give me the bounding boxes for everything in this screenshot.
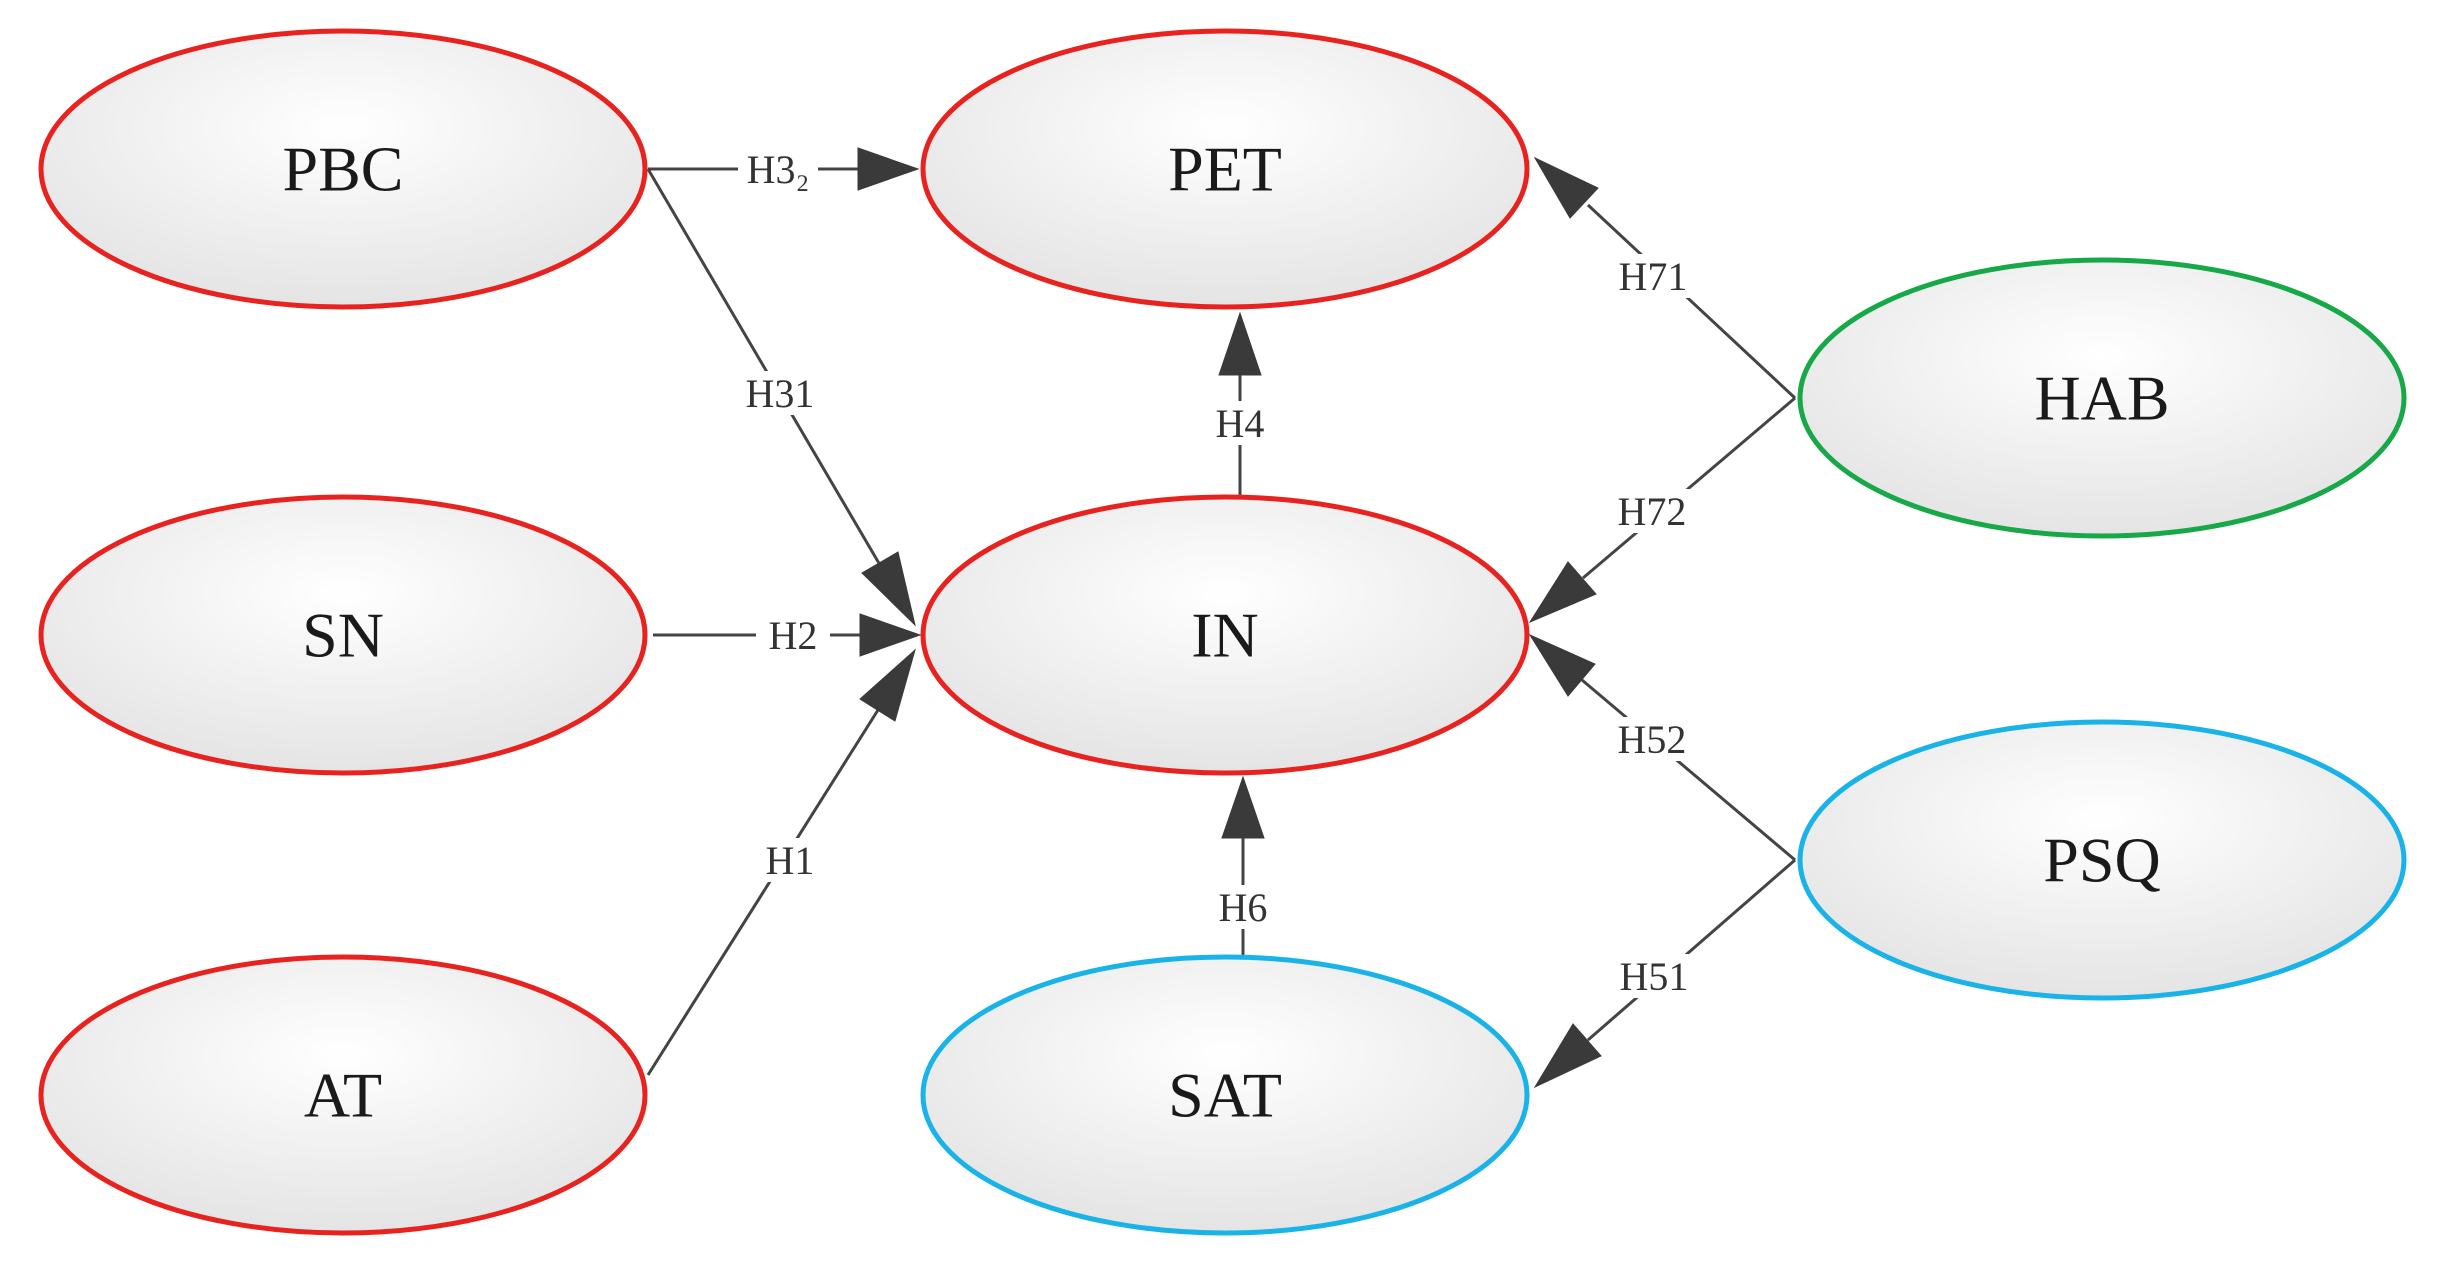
edge-h6: H6	[1208, 775, 1278, 955]
edge-label-h32: H3₂	[747, 147, 810, 192]
edge-h71: H71	[1533, 156, 1797, 400]
arrowhead-h2	[859, 613, 922, 657]
edge-label-h52: H52	[1618, 717, 1687, 762]
edge-h52: H52	[1528, 633, 1796, 862]
node-label-pbc: PBC	[283, 134, 404, 205]
arrowhead-h71	[1533, 156, 1599, 219]
edge-h2: H2	[653, 613, 922, 658]
node-ellipse-hab	[1797, 257, 2407, 539]
arrowhead-h4	[1218, 311, 1262, 376]
node-sn: SN	[38, 494, 648, 776]
node-hab: HAB	[1797, 257, 2407, 539]
edge-label-bg-h31	[740, 371, 820, 415]
node-label-at: AT	[304, 1060, 382, 1131]
edge-line-h71	[1586, 203, 1797, 400]
edge-label-h4: H4	[1216, 401, 1265, 446]
edge-line-h72	[1582, 396, 1796, 580]
edge-label-bg-h52	[1612, 717, 1692, 761]
node-at: AT	[38, 954, 648, 1236]
node-label-hab: HAB	[2034, 363, 2169, 434]
node-ellipse-in	[920, 494, 1530, 776]
edge-label-h51: H51	[1620, 954, 1689, 999]
edge-line-h52	[1581, 678, 1796, 862]
edge-label-bg-h71	[1613, 254, 1693, 298]
edge-h4: H4	[1205, 311, 1275, 495]
edge-label-h1: H1	[766, 838, 815, 883]
node-ellipse-sn	[38, 494, 648, 776]
edge-h72: H72	[1528, 396, 1796, 624]
node-psq: PSQ	[1797, 719, 2407, 1001]
node-pbc: PBC	[38, 28, 648, 310]
edge-label-bg-h72	[1612, 489, 1692, 533]
edge-label-h31: H31	[746, 371, 815, 416]
edge-label-h71: H71	[1619, 254, 1688, 299]
arrowhead-h6	[1221, 775, 1265, 839]
node-label-in: IN	[1191, 600, 1259, 671]
edge-line-h31	[646, 168, 882, 566]
node-label-sn: SN	[302, 600, 384, 671]
node-sat: SAT	[920, 954, 1530, 1236]
arrowhead-h72	[1528, 561, 1597, 624]
edge-label-bg-h32	[738, 147, 818, 191]
arrowhead-h32	[857, 147, 920, 191]
node-ellipse-pbc	[38, 28, 648, 310]
node-label-psq: PSQ	[2043, 825, 2160, 896]
edge-h51: H51	[1533, 858, 1796, 1089]
node-ellipse-pet	[920, 28, 1530, 310]
node-ellipse-at	[38, 954, 648, 1236]
edge-label-bg-h51	[1614, 954, 1694, 998]
arrowhead-h31	[861, 551, 916, 627]
arrowhead-h1	[859, 648, 916, 722]
edge-line-h51	[1587, 858, 1796, 1042]
edge-label-h72: H72	[1618, 489, 1687, 534]
node-in: IN	[920, 494, 1530, 776]
node-ellipse-psq	[1797, 719, 2407, 1001]
edge-label-bg-h4	[1205, 401, 1275, 445]
edge-line-h1	[646, 709, 880, 1076]
node-ellipse-sat	[920, 954, 1530, 1236]
edge-label-bg-h2	[756, 613, 830, 657]
edge-h31: H31	[646, 168, 916, 627]
edge-label-h6: H6	[1219, 885, 1268, 930]
node-label-pet: PET	[1168, 134, 1282, 205]
node-pet: PET	[920, 28, 1530, 310]
edge-h32: H3₂	[648, 147, 920, 192]
edge-label-h2: H2	[769, 613, 818, 658]
edge-label-bg-h1	[755, 838, 825, 882]
arrowhead-h51	[1533, 1023, 1602, 1089]
node-label-sat: SAT	[1168, 1060, 1282, 1131]
edge-h1: H1	[646, 648, 916, 1076]
arrowhead-h52	[1528, 633, 1596, 697]
edge-label-bg-h6	[1208, 885, 1278, 929]
